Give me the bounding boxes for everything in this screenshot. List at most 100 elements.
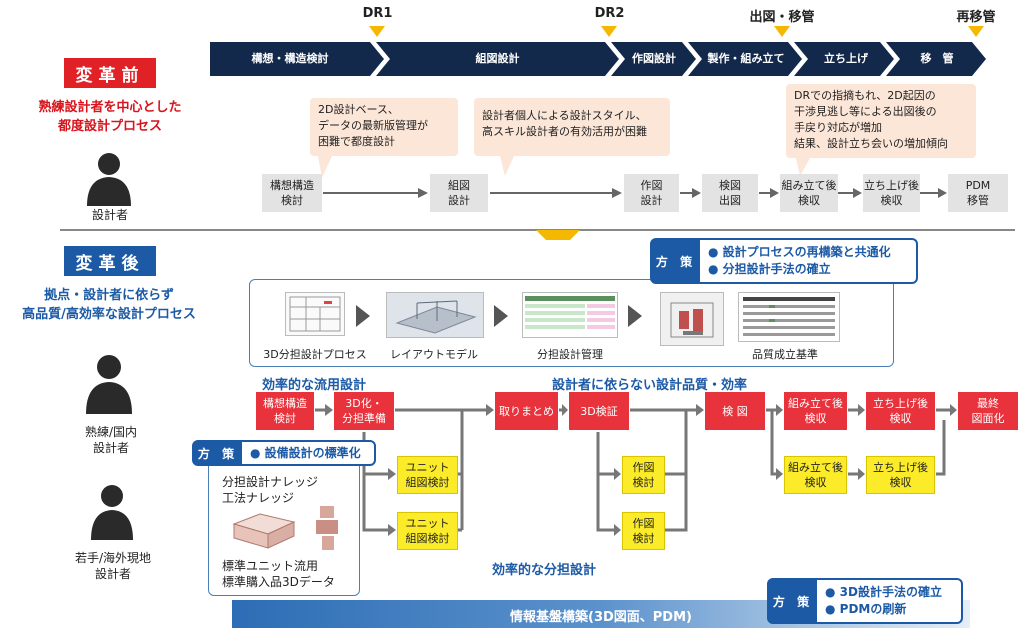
phase-bar [210, 26, 986, 76]
phase-label-5: 立ち上げ [824, 52, 868, 65]
standard-line1: 標準ユニット流用 [222, 559, 319, 573]
release-marker [774, 26, 790, 37]
phase-label-1: 構想・構造検討 [251, 52, 329, 65]
unit2-l2: 組図検討 [405, 532, 450, 545]
after-step-check: 検 図 [705, 392, 765, 430]
phase-chevron-2 [376, 42, 619, 76]
dr2-marker [601, 26, 617, 37]
unit1-l1: ユニット [405, 461, 450, 474]
policy-3d-pdm-item-2: ● PDMの刷新 [825, 602, 907, 616]
before-step-pdm-l1: PDM [965, 179, 991, 192]
expert-designer-label: 熟練/国内 設計者 [66, 424, 156, 456]
policy-process-item-1: ● 設計プロセスの再構築と共通化 [708, 245, 891, 259]
before-subtitle: 熟練設計者を中心とした 都度設計プロセス [10, 98, 210, 136]
after-step-concept: 構想構造 検討 [256, 392, 314, 430]
machine-thumbnail [660, 292, 724, 346]
phase-chevron-4 [688, 42, 802, 76]
note3-line4: 結果、設計立ち会いの増加傾向 [794, 137, 948, 150]
after-3d-l1: 3D化・ [345, 397, 383, 410]
standard-unit-thumbnail [232, 513, 296, 549]
milestone-release: 出図・移管 [749, 10, 815, 25]
after-startup-l2: 検収 [889, 412, 912, 425]
after-3d-l2: 分担準備 [342, 412, 386, 425]
standard-line2: 標準購入品3Dデータ [222, 575, 335, 589]
process-chart-thumbnail [285, 292, 345, 336]
phase-label-6: 移 管 [920, 52, 954, 65]
tool-caption-2: レイアウトモデル [390, 348, 478, 361]
policy-standardization-item-1: ● 設備設計の標準化 [250, 445, 361, 460]
before-step-concept-l1: 構想構造 [270, 179, 314, 192]
label-reuse-design: 効率的な流用設計 [262, 378, 367, 393]
note1-line3: 困難で都度設計 [318, 135, 395, 148]
before-step-concept: 構想構造 検討 [262, 174, 322, 212]
after-step-assemble-accept: 組み立て後 検収 [784, 392, 847, 430]
label-quality-efficiency: 設計者に依らない設計品質・効率 [552, 378, 748, 393]
transition-arrow [536, 230, 580, 240]
policy-standardization-tag: 方 策 [194, 442, 242, 464]
knowledge-text: 分担設計ナレッジ 工法ナレッジ [222, 474, 318, 506]
assemble2-l1: 組み立て後 [788, 461, 843, 474]
retransfer-marker [968, 26, 984, 37]
draw2-l2: 検討 [632, 532, 655, 545]
after-step-final-drawing: 最終 図面化 [958, 392, 1018, 430]
phase-chevron-6 [886, 42, 986, 76]
policy-process: 方 策 ● 設計プロセスの再構築と共通化 ● 分担設計手法の確立 [650, 238, 918, 284]
after-concept-l1: 構想構造 [263, 397, 307, 410]
designer-avatar-before [87, 153, 131, 206]
before-step-check: 検図 出図 [702, 174, 758, 212]
note2-line1: 設計者個人による設計スタイル、 [482, 109, 647, 122]
drawing-review-1: 作図 検討 [622, 456, 665, 494]
knowledge-line1: 分担設計ナレッジ [222, 475, 319, 489]
tool-caption-3: 分担設計管理 [537, 348, 603, 361]
note3-line1: DRでの指摘もれ、2D起因の [794, 89, 936, 102]
note2-line2: 高スキル設計者の有効活用が困難 [482, 125, 647, 138]
before-step-check-l1: 検図 [719, 179, 741, 192]
policy-3d-pdm: 方 策 ● 3D設計手法の確立 ● PDMの刷新 [767, 578, 963, 624]
policy-process-item-2: ● 分担設計手法の確立 [708, 262, 831, 276]
before-subtitle-line2: 都度設計プロセス [57, 119, 162, 134]
after-step-merge: 取りまとめ [495, 392, 558, 430]
milestone-dr1: DR1 [362, 6, 393, 21]
after-subtitle-line1: 拠点・設計者に依らず [44, 288, 174, 303]
draw1-l2: 検討 [632, 476, 655, 489]
assemble2-l2: 検収 [804, 476, 827, 489]
before-step-assembly-l2: 設計 [448, 194, 470, 207]
tools-panel [249, 279, 894, 367]
before-step-drawing-l2: 設計 [640, 194, 663, 207]
before-step-startup-l1: 立ち上げ後 [864, 179, 919, 192]
policy-process-items: ● 設計プロセスの再構築と共通化 ● 分担設計手法の確立 [700, 240, 899, 282]
before-step-drawing: 作図 設計 [624, 174, 679, 212]
standard-text: 標準ユニット流用 標準購入品3Dデータ [222, 558, 335, 590]
milestone-dr2: DR2 [594, 6, 625, 21]
before-note-1: 2D設計ベース、 データの最新版管理が 困難で都度設計 [310, 98, 458, 156]
after-subtitle: 拠点・設計者に依らず 高品質/高効率な設計プロセス [0, 286, 218, 324]
knowledge-line2: 工法ナレッジ [222, 491, 295, 505]
tool-caption-1: 3D分担設計プロセス [263, 348, 367, 361]
before-step-startup-accept: 立ち上げ後 検収 [863, 174, 920, 212]
before-step-concept-l2: 検討 [281, 194, 303, 207]
draw1-l1: 作図 [632, 461, 655, 474]
phase-chevron-5 [794, 42, 894, 76]
before-step-pdm-l2: 移管 [967, 194, 989, 207]
note1-line1: 2D設計ベース、 [318, 103, 399, 116]
junior-label-l1: 若手/海外現地 [74, 551, 152, 565]
before-step-drawing-l1: 作図 [640, 179, 663, 192]
before-step-check-l2: 出図 [719, 194, 741, 207]
after-step-3d-verify: 3D検証 [569, 392, 629, 430]
note3-line2: 干渉見逃し等による出図後の [794, 105, 937, 118]
expert-label-l1: 熟練/国内 [84, 425, 138, 439]
unit2-l1: ユニット [405, 517, 450, 530]
before-step-assemble-l2: 検収 [798, 194, 820, 207]
after-subtitle-line2: 高品質/高効率な設計プロセス [22, 307, 196, 322]
startup2-l2: 検収 [889, 476, 912, 489]
before-heading: 変革前 [64, 58, 156, 88]
after-heading: 変革後 [64, 246, 156, 276]
startup2-l1: 立ち上げ後 [873, 461, 928, 474]
infra-label: 情報基盤構築(3D図面、PDM) [510, 610, 692, 625]
policy-standardization-items: ● 設備設計の標準化 [242, 442, 369, 464]
unit-assembly-review-1: ユニット 組図検討 [397, 456, 458, 494]
after-step-3d-prep: 3D化・ 分担準備 [334, 392, 394, 430]
junior-designer-avatar [91, 485, 133, 540]
after-final-l2: 図面化 [971, 412, 1005, 425]
